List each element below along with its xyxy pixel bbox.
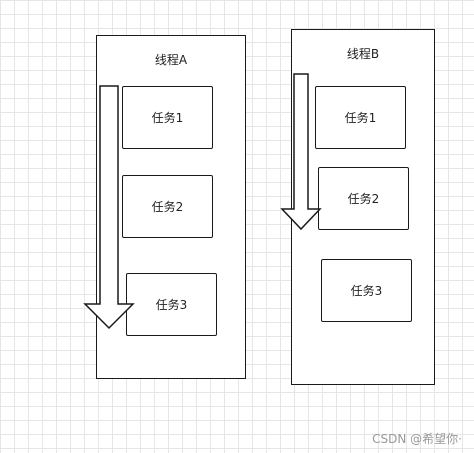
thread-a-flow-arrow <box>83 85 135 330</box>
thread-a-task-3: 任务3 <box>126 273 217 336</box>
thread-a-title: 线程A <box>154 53 188 67</box>
thread-b-title: 线程B <box>346 47 380 61</box>
thread-b-task-1: 任务1 <box>315 86 406 149</box>
thread-b-flow-arrow <box>280 73 322 231</box>
thread-b-task-3: 任务3 <box>321 259 412 322</box>
thread-b-task-2: 任务2 <box>318 167 409 230</box>
csdn-watermark: CSDN @希望你· <box>372 432 462 446</box>
thread-a-task-2: 任务2 <box>122 175 213 238</box>
thread-a-task-1: 任务1 <box>122 86 213 149</box>
